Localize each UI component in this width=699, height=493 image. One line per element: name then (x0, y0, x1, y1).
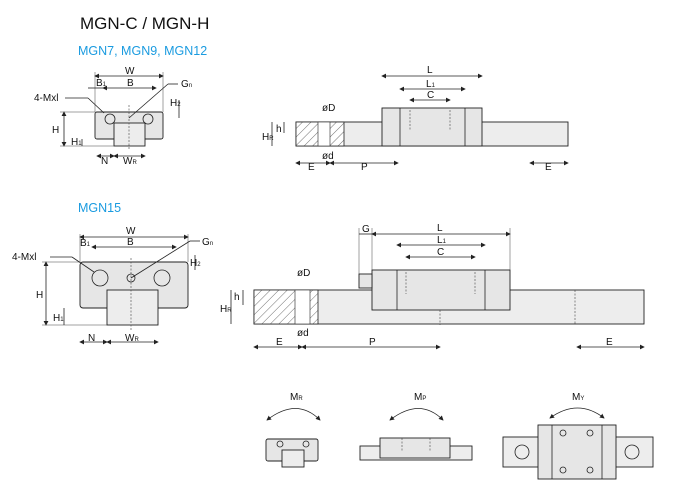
dim-H2: H2 (170, 98, 181, 109)
moment-label-yaw: MY (572, 392, 584, 403)
dim-WR-15: WR (125, 333, 139, 344)
moment-pitch: MP (359, 392, 473, 461)
moment-roll: MR (265, 392, 321, 468)
dim-h-15: h (234, 292, 240, 303)
moment-label-roll: MR (290, 392, 303, 403)
dim-N-15: N (88, 333, 95, 344)
dim-P: P (361, 162, 368, 173)
dim-B1-15: B1 (80, 238, 91, 249)
dim-HR: HR (262, 132, 274, 143)
dim-HR-15: HR (220, 304, 232, 315)
dim-B: B (127, 78, 134, 89)
dim-L1-15: L1 (437, 235, 447, 246)
dim-d-15: ød (297, 328, 309, 339)
front-view-small: W B1 B Gn 4-Mxl H H1 H2 N WR (34, 66, 192, 167)
dim-E-right: E (545, 162, 552, 173)
side-view-mgn15: G L L1 C øD ød h HR E P E (220, 223, 645, 350)
dim-E-right-15: E (606, 337, 613, 348)
dim-C: C (427, 90, 434, 101)
dim-h: h (276, 124, 282, 135)
dim-Gn-15: Gn (202, 237, 213, 248)
dim-W-15: W (126, 226, 136, 237)
moment-yaw: MY (502, 392, 654, 480)
dim-B1: B1 (96, 78, 107, 89)
dim-4-Mxl: 4-Mxl (34, 93, 58, 104)
page-title: MGN-C / MGN-H (80, 14, 209, 33)
dim-C-15: C (437, 247, 444, 258)
dim-L: L (427, 65, 433, 76)
dim-H1-15: H1 (53, 313, 64, 324)
front-view-mgn15: W B1 B Gn 4-Mxl H H1 H2 N WR (12, 226, 213, 345)
side-view-small: L L1 C øD ød h HR E P E (262, 65, 569, 173)
dim-L-15: L (437, 223, 443, 234)
dim-B-15: B (127, 237, 134, 248)
dim-H1: H1 (71, 137, 82, 148)
dim-L1: L1 (426, 79, 436, 90)
dim-E-left-15: E (276, 337, 283, 348)
dim-4-Mxl-15: 4-Mxl (12, 252, 36, 263)
dim-H-15: H (36, 290, 43, 301)
dim-D-15: øD (297, 268, 310, 279)
section-heading-mgn15: MGN15 (78, 201, 121, 215)
dim-H2-15: H2 (190, 258, 201, 269)
dim-WR: WR (123, 156, 137, 167)
dim-E-left: E (308, 162, 315, 173)
section-heading-mgn7-12: MGN7, MGN9, MGN12 (78, 44, 207, 58)
dim-W: W (125, 66, 135, 77)
moment-label-pitch: MP (414, 392, 426, 403)
dim-D: øD (322, 103, 335, 114)
dim-d: ød (322, 151, 334, 162)
dim-N: N (101, 156, 108, 167)
dim-G-15: G (362, 224, 370, 235)
dim-Gn: Gn (181, 79, 192, 90)
dim-H: H (52, 125, 59, 136)
dim-P-15: P (369, 337, 376, 348)
